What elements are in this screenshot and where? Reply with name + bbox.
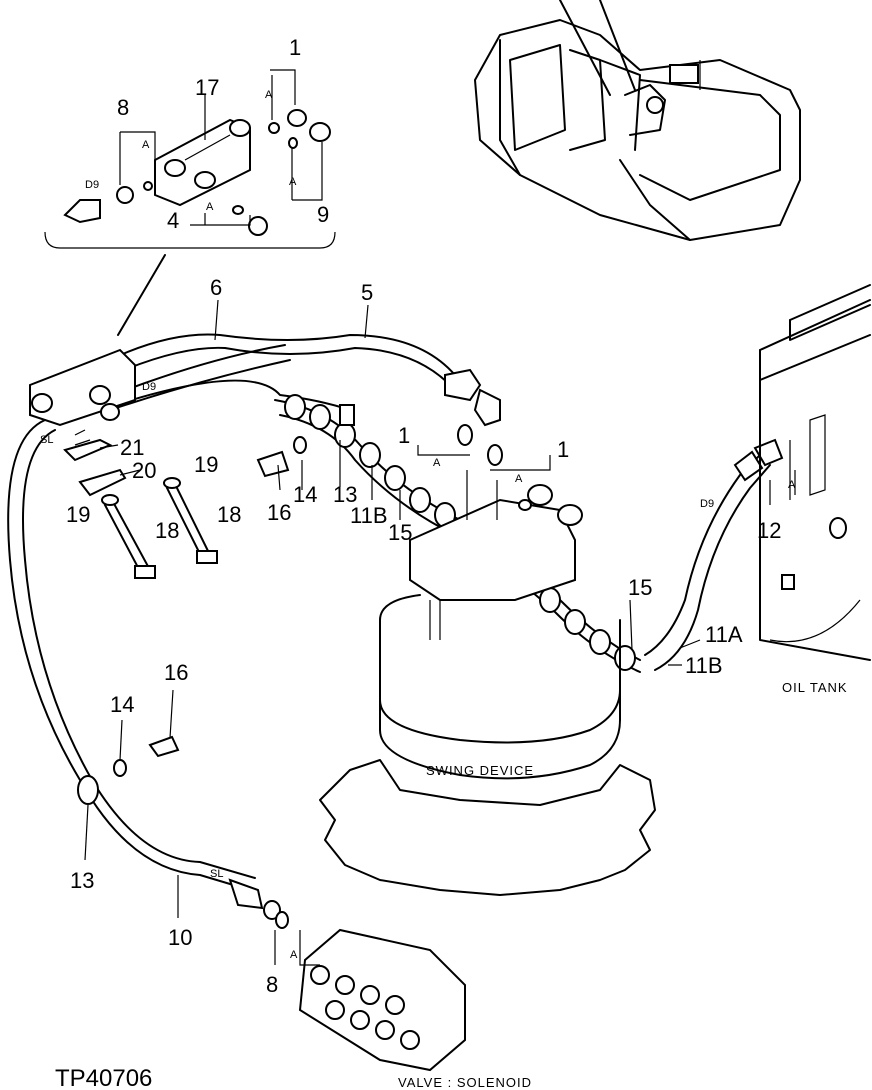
callout-1-left: 1	[398, 423, 410, 448]
callout-15-lower: 15	[628, 575, 652, 600]
callout-9: 9	[317, 202, 329, 227]
oil-tank	[759, 284, 871, 661]
excavator-overview	[474, 0, 801, 241]
callouts: 1 17 8 9 4 6 5 1 1 21 20 19 19 18 18 16 …	[66, 35, 781, 997]
mark-a-2: A	[142, 139, 150, 151]
callout-21: 21	[120, 435, 144, 460]
callout-16-lower: 16	[164, 660, 188, 685]
callout-8-inset: 8	[117, 95, 129, 120]
callout-10: 10	[168, 925, 192, 950]
mark-a-8: A	[290, 949, 298, 961]
mark-a-7: A	[788, 479, 796, 491]
figure-id: TP40706	[55, 1065, 152, 1090]
callout-13-upper: 13	[333, 482, 357, 507]
mark-a-4: A	[206, 201, 214, 213]
bolts-and-washers	[63, 429, 218, 579]
mark-d9-inset: D9	[85, 179, 99, 191]
mark-a-6: A	[515, 473, 523, 485]
mark-sl-upper: SL	[40, 434, 53, 446]
leader-lines	[84, 299, 796, 966]
hose-assemblies-upper	[29, 333, 501, 427]
callout-6: 6	[210, 275, 222, 300]
callout-8-lower: 8	[266, 972, 278, 997]
callout-19-right: 19	[194, 452, 218, 477]
inset-detail	[44, 69, 336, 336]
callout-19-left: 19	[66, 502, 90, 527]
callout-15-upper: 15	[388, 520, 412, 545]
mark-sl-lower: SL	[210, 868, 223, 880]
swing-device-label: SWING DEVICE	[426, 763, 534, 778]
mark-d9-right: D9	[700, 498, 714, 510]
callout-11b-lower: 11B	[685, 653, 723, 678]
hose-assembly-11a	[644, 438, 791, 671]
mark-a-3: A	[289, 176, 297, 188]
callout-18-right: 18	[217, 502, 241, 527]
hose-marks: A A A A A A A A D9 D9 D9 SL SL	[40, 89, 796, 961]
callout-17: 17	[195, 75, 219, 100]
swing-device	[319, 424, 656, 896]
callout-11a: 11A	[705, 622, 743, 647]
callout-18-left: 18	[155, 518, 179, 543]
mark-a-1: A	[265, 89, 273, 101]
callout-4: 4	[167, 208, 179, 233]
oil-tank-label: OIL TANK	[782, 680, 848, 695]
callout-13-lower: 13	[70, 868, 94, 893]
valve-solenoid-label: VALVE : SOLENOID	[398, 1075, 532, 1090]
callout-1-right: 1	[557, 437, 569, 462]
solenoid-valve	[298, 928, 466, 1072]
callout-16-upper: 16	[267, 500, 291, 525]
callout-14-upper: 14	[293, 482, 317, 507]
callout-20: 20	[132, 458, 156, 483]
callout-5: 5	[361, 280, 373, 305]
callout-12: 12	[757, 518, 781, 543]
mark-d9-upper: D9	[142, 381, 156, 393]
component-labels: SWING DEVICE OIL TANK VALVE : SOLENOID T…	[55, 680, 848, 1090]
callout-14-lower: 14	[110, 692, 134, 717]
mark-a-5: A	[433, 457, 441, 469]
callout-11b-upper: 11B	[350, 503, 388, 528]
callout-1-inset: 1	[289, 35, 301, 60]
hose-assembly-10	[7, 419, 289, 929]
